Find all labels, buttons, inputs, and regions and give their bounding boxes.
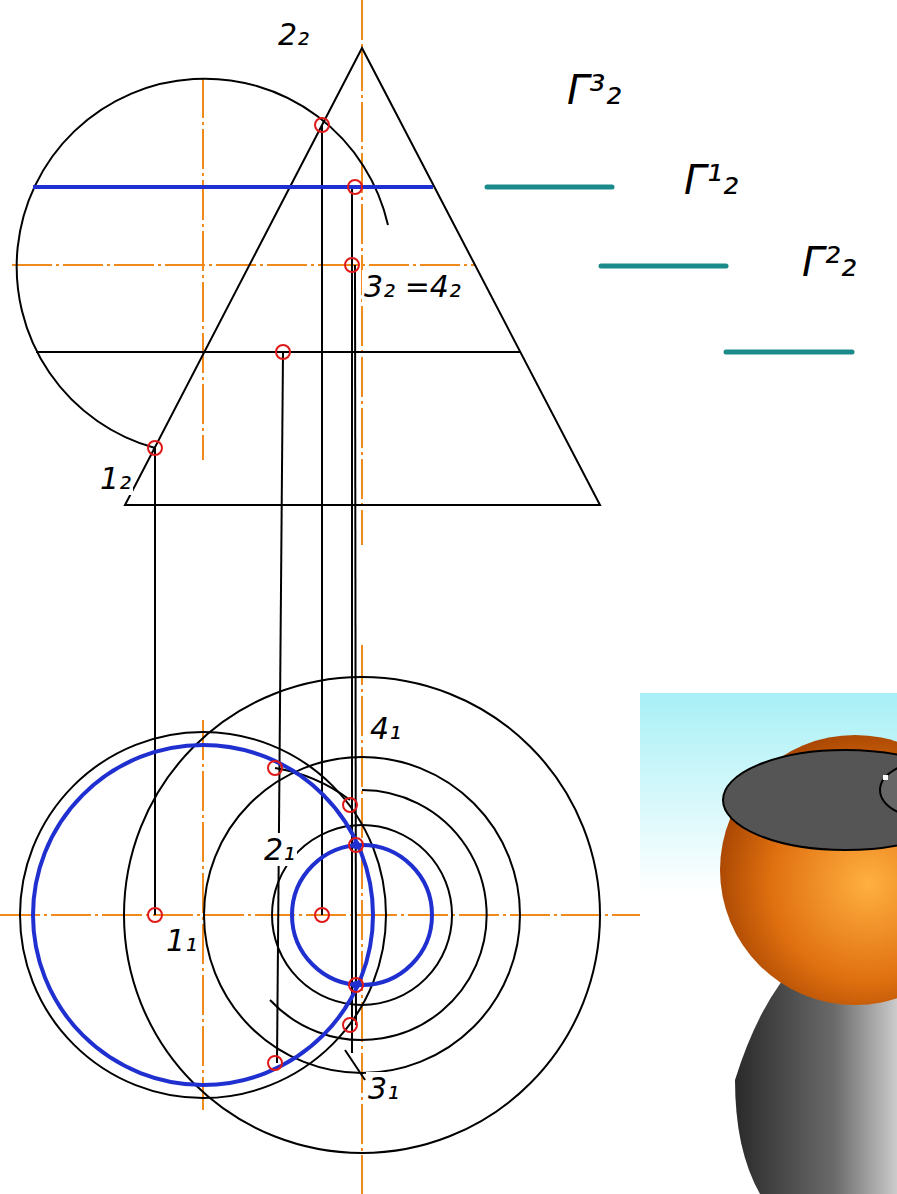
point-label: 2₁: [262, 833, 297, 866]
point-label: 4₁: [368, 712, 403, 745]
point-label: 2₂: [276, 18, 311, 51]
render-3d: [640, 693, 897, 1194]
plane-label: Г¹₂: [682, 158, 740, 202]
point-label: 3₂ =4₂: [362, 270, 463, 303]
plane-label: Г³₂: [565, 68, 623, 112]
plane-label: Г²₂: [800, 240, 858, 284]
point-label: 1₁: [164, 924, 199, 957]
point-label: 1₂: [98, 462, 133, 495]
point-label: 3₁: [366, 1072, 401, 1105]
